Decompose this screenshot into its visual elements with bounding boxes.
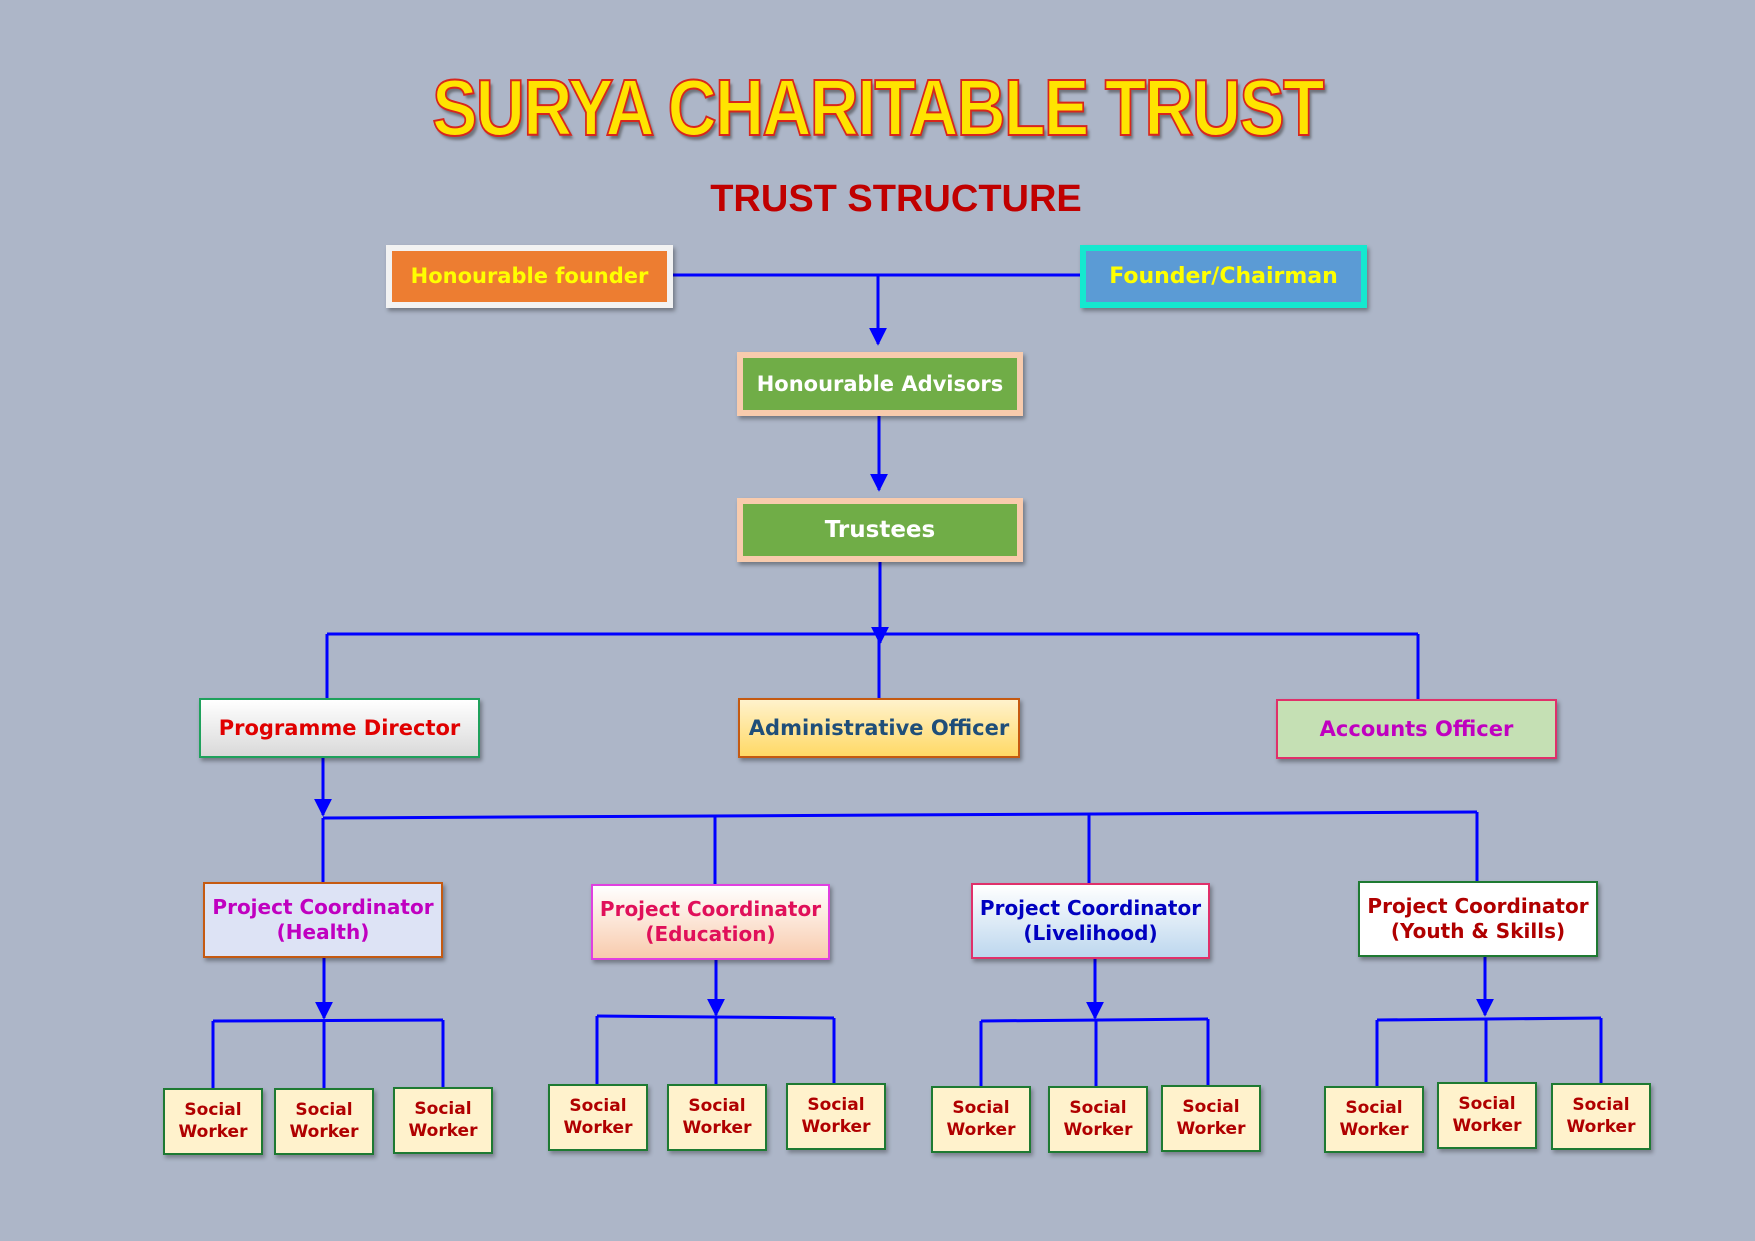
node-label: Social xyxy=(1182,1097,1240,1118)
node-project-coordinator-health: Project Coordinator(Health) xyxy=(203,882,443,958)
node-sublabel: (Health) xyxy=(276,920,370,944)
node-accounts-officer: Accounts Officer xyxy=(1276,699,1557,759)
node-sublabel: Worker xyxy=(408,1120,478,1141)
node-label: Social xyxy=(1069,1098,1127,1119)
node-label: Project Coordinator xyxy=(979,896,1202,920)
page-subtitle: TRUST STRUCTURE xyxy=(710,178,1082,220)
node-label: Project Coordinator xyxy=(212,895,434,919)
node-label: Trustees xyxy=(824,516,936,543)
node-label: Project Coordinator xyxy=(1367,894,1589,918)
node-sublabel: Worker xyxy=(946,1119,1016,1140)
node-honourable-advisors: Honourable Advisors xyxy=(737,352,1023,416)
node-honourable-founder: Honourable founder xyxy=(386,245,673,308)
node-label: Social xyxy=(569,1096,627,1117)
node-label: Honourable founder xyxy=(410,264,649,289)
node-sublabel: Worker xyxy=(1452,1115,1522,1136)
node-sublabel: Worker xyxy=(801,1116,871,1137)
node-label: Honourable Advisors xyxy=(756,371,1004,396)
node-label: Founder/Chairman xyxy=(1109,263,1338,289)
node-programme-director: Programme Director xyxy=(199,698,480,758)
node-label: Social xyxy=(1345,1098,1403,1119)
node-label: Project Coordinator xyxy=(599,897,822,921)
node-label: Social xyxy=(807,1095,865,1116)
node-sublabel: (Youth & Skills) xyxy=(1390,919,1566,943)
node-project-coordinator-livelihood: Project Coordinator(Livelihood) xyxy=(971,883,1210,959)
node-label: Administrative Officer xyxy=(748,715,1010,740)
node-label: Social xyxy=(184,1100,242,1121)
node-label: Social xyxy=(1572,1095,1630,1116)
node-project-coordinator-youth-skills: Project Coordinator(Youth & Skills) xyxy=(1358,881,1598,957)
page-title: SURYA CHARITABLE TRUST xyxy=(431,62,1325,153)
node-sublabel: Worker xyxy=(178,1121,248,1142)
node-sublabel: (Livelihood) xyxy=(1023,921,1158,945)
node-sublabel: Worker xyxy=(1063,1119,1133,1140)
node-administrative-officer: Administrative Officer xyxy=(738,698,1020,758)
node-label: Accounts Officer xyxy=(1319,716,1514,741)
node-sublabel: Worker xyxy=(1339,1119,1409,1140)
node-sublabel: Worker xyxy=(563,1117,633,1138)
node-founder-chairman: Founder/Chairman xyxy=(1080,245,1367,308)
node-label: Social xyxy=(1458,1094,1516,1115)
node-label: Social xyxy=(295,1100,353,1121)
node-sublabel: Worker xyxy=(1176,1118,1246,1139)
node-sublabel: Worker xyxy=(1566,1116,1636,1137)
node-sublabel: Worker xyxy=(289,1121,359,1142)
node-sublabel: (Education) xyxy=(645,922,776,946)
node-project-coordinator-education: Project Coordinator(Education) xyxy=(591,884,830,960)
node-trustees: Trustees xyxy=(737,498,1023,562)
node-label: Social xyxy=(688,1096,746,1117)
node-label: Social xyxy=(414,1099,472,1120)
node-label: Programme Director xyxy=(218,715,461,740)
node-sublabel: Worker xyxy=(682,1117,752,1138)
node-label: Social xyxy=(952,1098,1010,1119)
